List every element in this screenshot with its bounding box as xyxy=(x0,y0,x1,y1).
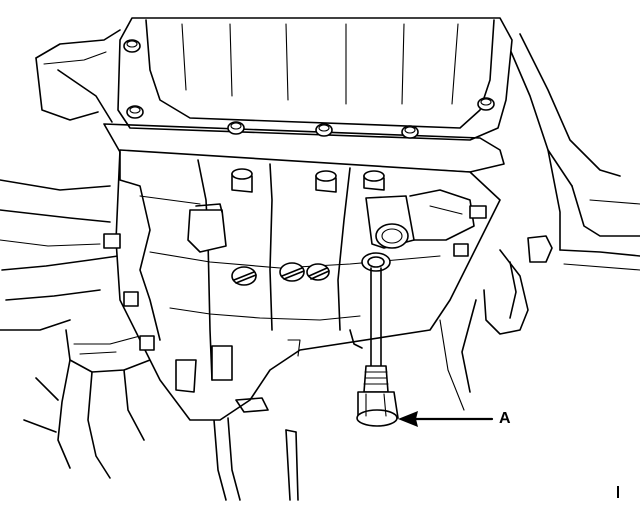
callout-label-a: A xyxy=(499,410,511,427)
page-edge-mark xyxy=(617,486,619,498)
bolt-icon xyxy=(315,123,333,137)
bolt-icon xyxy=(123,39,141,53)
bolt-icon xyxy=(123,291,139,307)
bolt-icon xyxy=(103,233,121,249)
flange-bolts xyxy=(123,39,495,139)
drain-plug-assembly xyxy=(356,267,399,427)
bolt-icon xyxy=(453,243,469,257)
bolt-icon xyxy=(231,168,253,193)
oil-pan xyxy=(103,17,513,173)
bolt-icon xyxy=(315,170,337,193)
slotted-plug-icon xyxy=(306,263,330,281)
bolt-icon xyxy=(477,97,495,111)
surrounding-frame xyxy=(0,29,640,501)
bolt-icon xyxy=(139,335,155,351)
bolt-icon xyxy=(401,125,419,139)
drain-plug-icon xyxy=(356,365,399,427)
transmission-case xyxy=(103,149,501,421)
slotted-plug-icon xyxy=(279,262,305,282)
callout-arrow-icon xyxy=(398,411,494,427)
bolt-icon xyxy=(469,205,487,219)
bolt-icon xyxy=(363,170,385,191)
slotted-plug-icon xyxy=(231,266,257,286)
bolt-icon xyxy=(227,121,245,135)
sealing-washer xyxy=(361,252,391,272)
bolt-icon xyxy=(126,105,144,119)
